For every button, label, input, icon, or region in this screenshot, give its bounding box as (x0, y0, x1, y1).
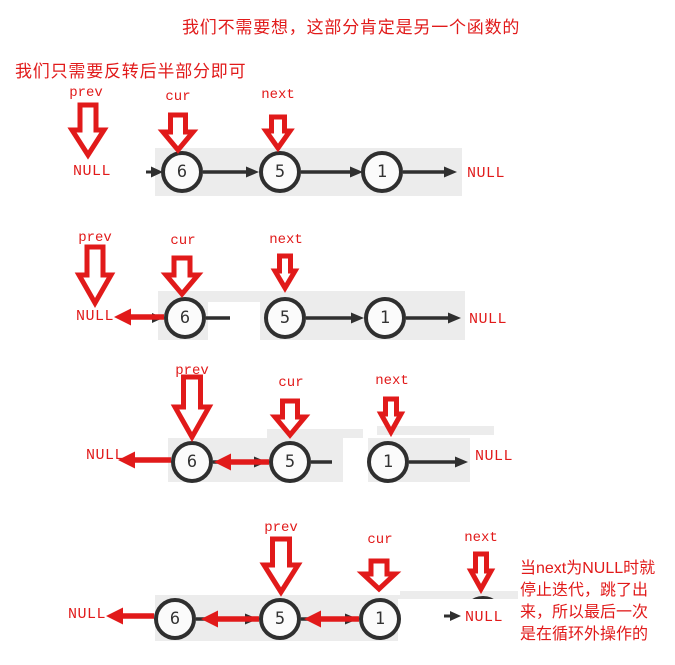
null-text: NULL (68, 606, 107, 623)
node-value: 6 (176, 162, 188, 182)
next-block-arrow-icon (270, 253, 300, 293)
red-5-to-6-arrow-icon (214, 450, 269, 474)
subtitle-text: 我们只需要反转后半部分即可 (15, 62, 247, 81)
node-value: 1 (376, 162, 388, 182)
next-block-arrow-icon (466, 551, 496, 595)
side-note: 当next为NULL时就 停止迭代，跳了出 来，所以最后一次 是在循环外操作的 (520, 558, 655, 646)
red-6-to-null-arrow-icon (106, 604, 154, 628)
red-5-to-6-arrow-icon (201, 607, 259, 631)
node-value: 6 (169, 609, 181, 629)
null-text: NULL (467, 165, 506, 182)
prev-block-arrow-icon (74, 244, 116, 309)
node-value: 5 (279, 308, 291, 328)
null-text: NULL (73, 163, 112, 180)
node-circle: 6 (171, 441, 213, 483)
null-text: NULL (76, 308, 115, 325)
band-remnant (400, 591, 518, 599)
node-circle: 5 (269, 441, 311, 483)
next-block-arrow-icon (376, 396, 406, 438)
node-circle: 1 (359, 598, 401, 640)
node-circle: 6 (154, 598, 196, 640)
prev-block-arrow-icon (170, 374, 214, 443)
side-note-line: 来，所以最后一次 (520, 604, 649, 621)
node-value: 5 (274, 162, 286, 182)
node-circle: 1 (361, 151, 403, 193)
pointer-label-next: next (464, 530, 498, 546)
band-remnant (377, 426, 494, 435)
node-circle: 1 (367, 441, 409, 483)
pointer-label-prev: prev (175, 363, 209, 379)
title-text: 我们不需要想，这部分肯定是另一个函数的 (182, 18, 521, 37)
node-circle: 5 (259, 151, 301, 193)
pointer-label-prev: prev (264, 520, 298, 536)
side-note-line: 当next为NULL时就 (520, 560, 656, 577)
null-text: NULL (465, 609, 504, 626)
next-block-arrow-icon (261, 114, 295, 153)
node-value: 6 (186, 452, 198, 472)
old-link-stub-icon (206, 306, 230, 330)
link-6-to-5-arrow-icon (203, 160, 259, 184)
pointer-label-next: next (269, 232, 303, 248)
cur-block-arrow-icon (356, 558, 402, 593)
red-6-to-null-arrow-icon (118, 448, 171, 472)
node-value: 1 (374, 609, 386, 629)
pointer-label-cur: cur (165, 89, 191, 105)
band-remnant (267, 429, 363, 438)
side-note-line: 是在循环外操作的 (520, 626, 649, 643)
link-5-to-1-arrow-icon (306, 306, 364, 330)
node-value: 1 (382, 452, 394, 472)
node-value: 6 (179, 308, 191, 328)
red-6-to-null-arrow-icon (114, 305, 164, 329)
link-1-to-null-arrow-icon (403, 160, 457, 184)
old-link-stub-icon (311, 450, 332, 474)
node-circle: 5 (259, 598, 301, 640)
null-text: NULL (86, 447, 125, 464)
null-text: NULL (469, 311, 508, 328)
band-gap (208, 302, 260, 341)
pointer-label-next: next (375, 373, 409, 389)
erase-patch (398, 599, 522, 647)
pointer-label-cur: cur (170, 233, 196, 249)
link-5-to-1-arrow-icon (301, 160, 363, 184)
node-value: 5 (284, 452, 296, 472)
node-circle: 1 (364, 297, 406, 339)
incoming-arrow-icon (146, 160, 163, 184)
link-1-to-null-arrow-icon (409, 450, 468, 474)
side-note-line: 停止迭代，跳了出 (520, 582, 649, 599)
node-circle: 6 (161, 151, 203, 193)
cur-block-arrow-icon (157, 112, 199, 154)
pointer-label-cur: cur (278, 375, 304, 391)
node-value: 1 (379, 308, 391, 328)
prev-block-arrow-icon (67, 102, 109, 160)
pointer-label-prev: prev (78, 230, 112, 246)
pointer-label-next: next (261, 87, 295, 103)
pointer-label-prev: prev (69, 85, 103, 101)
node-circle: 6 (164, 297, 206, 339)
pointer-label-cur: cur (367, 532, 393, 548)
null-text: NULL (475, 448, 514, 465)
red-1-to-5-arrow-icon (304, 607, 359, 631)
old-link-to-null-stub-icon (444, 604, 461, 628)
cur-block-arrow-icon (269, 398, 311, 439)
prev-block-arrow-icon (259, 536, 303, 597)
node-circle: 5 (264, 297, 306, 339)
cur-block-arrow-icon (160, 255, 204, 298)
node-value: 5 (274, 609, 286, 629)
link-1-to-null-arrow-icon (406, 306, 461, 330)
